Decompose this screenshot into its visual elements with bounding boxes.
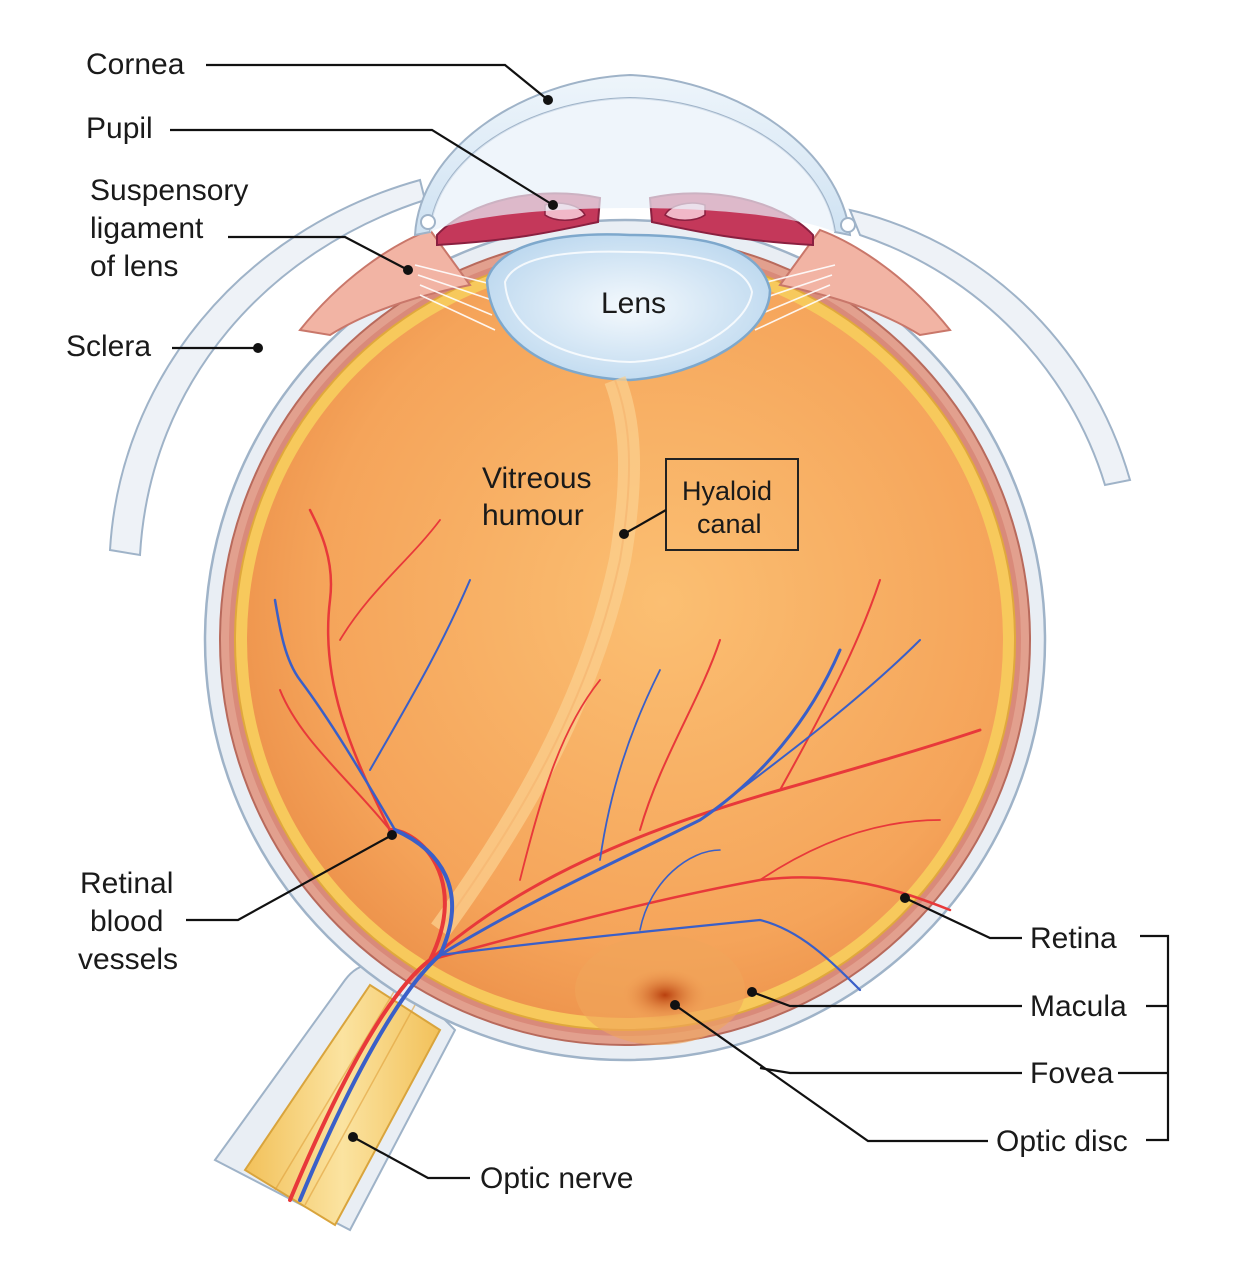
label-vitreous-humour: Vitreous humour — [482, 462, 592, 532]
ciliary-body — [298, 228, 952, 337]
hyaloid-canal — [431, 376, 641, 937]
label-sclera-text: Sclera — [66, 330, 151, 363]
upper-eyelid — [108, 178, 427, 557]
label-macula: Macula — [747, 987, 1127, 1023]
label-optic-disc-text: Optic disc — [996, 1125, 1128, 1158]
lower-eyelid — [848, 208, 1132, 487]
retinal-veins — [273, 579, 921, 1202]
label-sclera: Sclera — [66, 330, 263, 363]
fovea — [620, 967, 710, 1023]
label-optic-disc: Optic disc — [670, 1000, 1128, 1158]
label-optic-nerve: Optic nerve — [348, 1132, 633, 1195]
vitreous-body — [247, 262, 1003, 1018]
label-lens: Lens — [601, 287, 666, 320]
label-retina: Retina — [900, 893, 1117, 955]
label-vessels-line3: vessels — [78, 943, 178, 976]
label-macula-text: Macula — [1030, 990, 1127, 1023]
label-suspensory-ligament: Suspensory ligament of lens — [90, 174, 413, 283]
label-suspensory-line1: Suspensory — [90, 174, 248, 207]
label-suspensory-line2: ligament — [90, 212, 204, 245]
label-hyaloid-line1: Hyaloid — [682, 476, 772, 506]
label-fovea: Fovea — [759, 1057, 1114, 1090]
label-vessels-line1: Retinal — [80, 867, 173, 900]
label-vitreous-line2: humour — [482, 499, 584, 532]
label-fovea-text: Fovea — [1030, 1057, 1114, 1090]
label-cornea-text: Cornea — [86, 48, 185, 81]
right-label-bracket — [1118, 934, 1170, 1142]
label-lens-text: Lens — [601, 287, 666, 320]
label-vitreous-line1: Vitreous — [482, 462, 592, 495]
label-hyaloid-canal: Hyaloid canal — [619, 458, 799, 551]
label-retinal-blood-vessels: Retinal blood vessels — [78, 830, 397, 976]
label-hyaloid-line2: canal — [697, 509, 762, 539]
label-optic-nerve-text: Optic nerve — [480, 1162, 633, 1195]
label-retina-text: Retina — [1030, 922, 1117, 955]
cornea — [413, 73, 856, 237]
label-vessels-line2: blood — [90, 905, 163, 938]
label-pupil-text: Pupil — [86, 112, 153, 145]
label-cornea: Cornea — [86, 48, 553, 105]
lens — [485, 233, 772, 382]
label-suspensory-line3: of lens — [90, 250, 178, 283]
retinal-blood-vessels — [273, 508, 982, 1202]
label-pupil: Pupil — [86, 112, 558, 210]
